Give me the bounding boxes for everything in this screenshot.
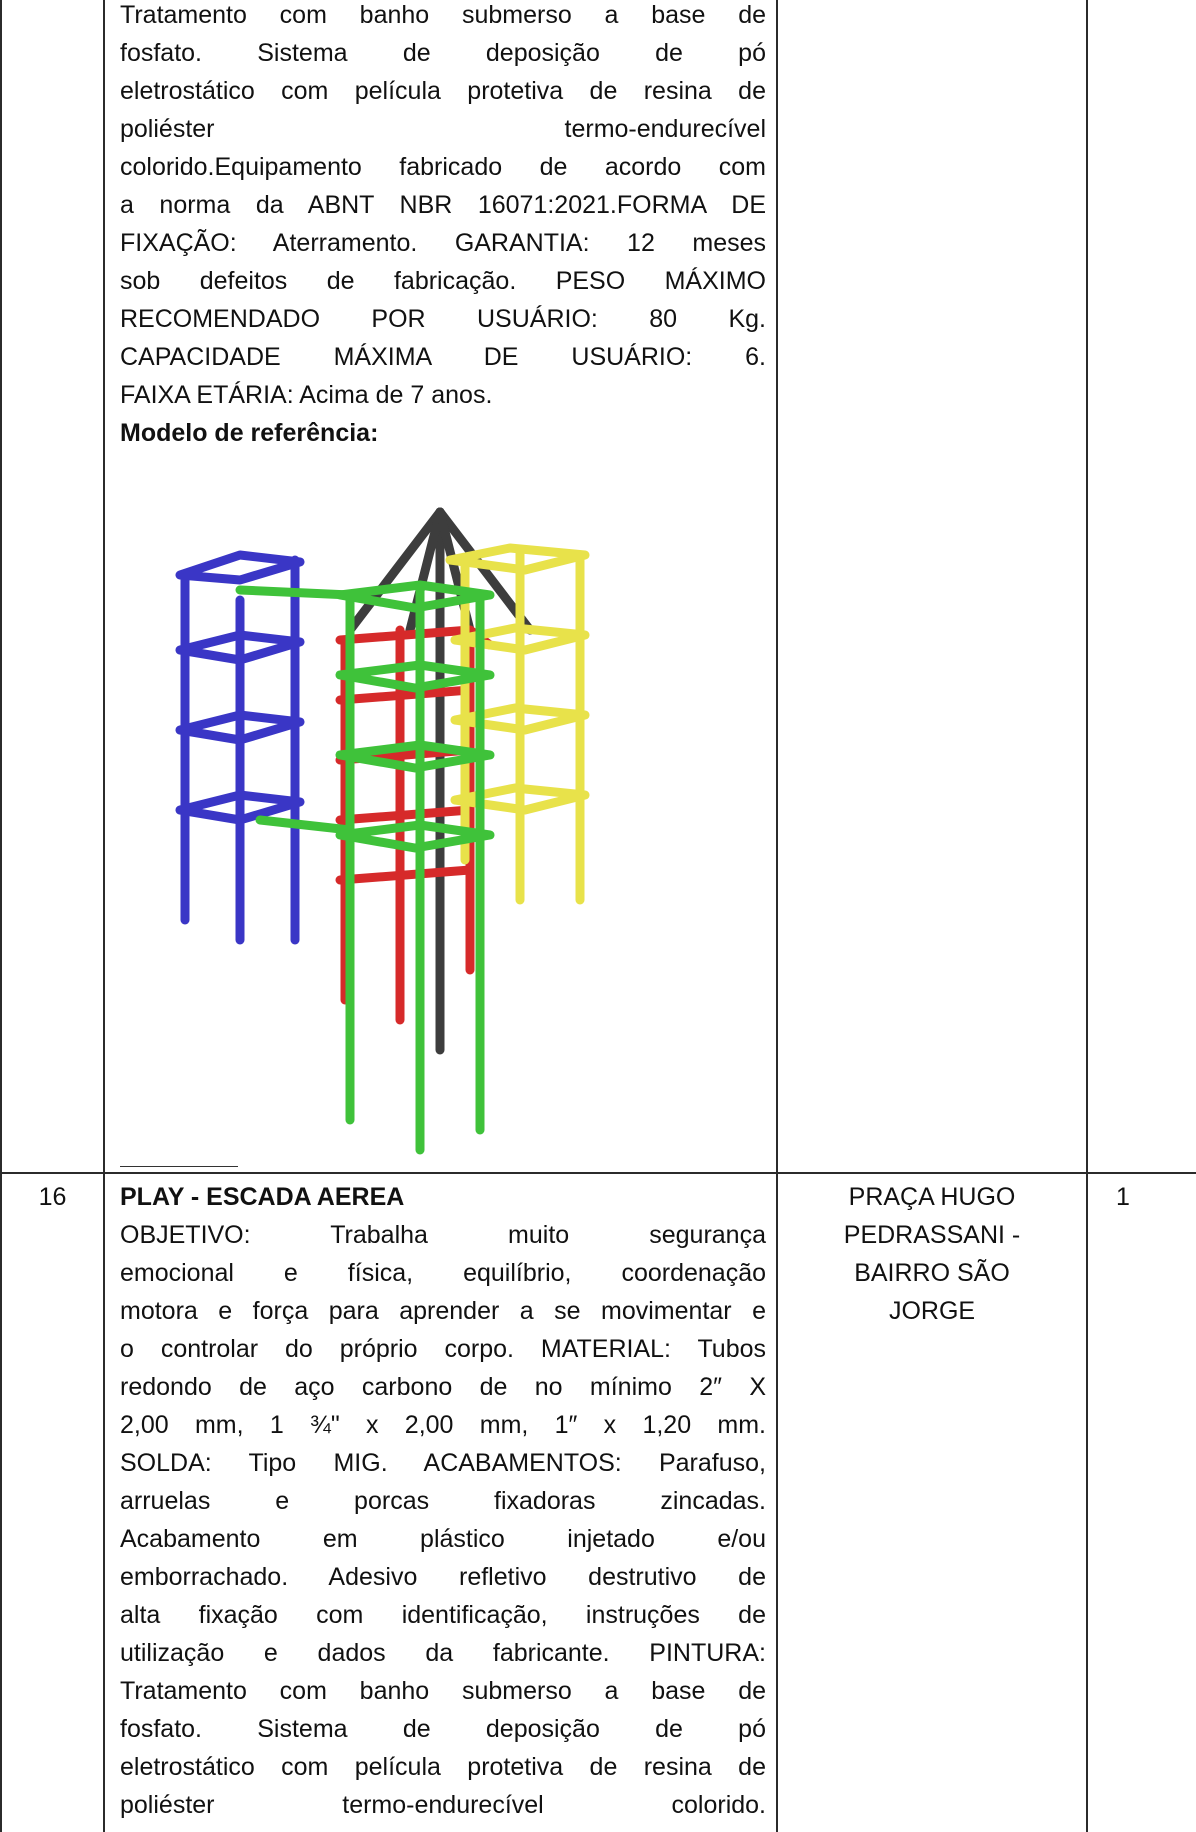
description-line: sob defeitos de fabricação. PESO MÁXIMO	[120, 267, 766, 295]
description-line: emborrachado. Adesivo refletivo destruti…	[120, 1563, 766, 1591]
location-line: PRAÇA HUGO	[848, 1183, 1016, 1211]
column-divider-location	[1086, 0, 1088, 1832]
description-line: colorido.Equipamento fabricado de acordo…	[120, 153, 766, 181]
description-line: FAIXA ETÁRIA: Acima de 7 anos.	[120, 381, 493, 409]
row-divider	[0, 1172, 1196, 1174]
description-line: Acabamento em plástico injetado e/ou	[120, 1525, 766, 1553]
item-quantity: 1	[1116, 1183, 1130, 1211]
description-line: redondo de aço carbono de no mínimo 2″ X	[120, 1373, 766, 1401]
reference-model-image	[175, 507, 590, 1155]
description-line: eletrostático com película protetiva de …	[120, 77, 766, 105]
location-line: JORGE	[888, 1297, 976, 1325]
item-description: PLAY - ESCADA AEREA OBJETIVO: Trabalha m…	[120, 1178, 766, 1824]
table-border-left	[0, 0, 2, 1832]
image-underline	[120, 1166, 238, 1167]
description-line: poliéster termo-endurecível	[120, 115, 766, 143]
column-divider-item	[103, 0, 105, 1832]
description-line: emocional e física, equilíbrio, coordena…	[120, 1259, 766, 1287]
reference-model-label: Modelo de referência:	[120, 419, 379, 447]
description-line: eletrostático com película protetiva de …	[120, 1753, 766, 1781]
description-line: o controlar do próprio corpo. MATERIAL: …	[120, 1335, 766, 1363]
description-line: arruelas e porcas fixadoras zincadas.	[120, 1487, 766, 1515]
description-line: alta fixação com identificação, instruçõ…	[120, 1601, 766, 1629]
description-line: Tratamento com banho submerso a base de	[120, 1, 766, 29]
description-line: OBJETIVO: Trabalha muito segurança	[120, 1221, 766, 1249]
description-line: a norma da ABNT NBR 16071:2021.FORMA DE	[120, 191, 766, 219]
description-line: RECOMENDADO POR USUÁRIO: 80 Kg.	[120, 305, 766, 333]
description-line: fosfato. Sistema de deposição de pó	[120, 1715, 766, 1743]
location-line: PEDRASSANI -	[843, 1221, 1021, 1249]
description-line: 2,00 mm, 1 ¾" x 2,00 mm, 1″ x 1,20 mm.	[120, 1411, 766, 1439]
description-line: fosfato. Sistema de deposição de pó	[120, 39, 766, 67]
item-title: PLAY - ESCADA AEREA	[120, 1183, 405, 1211]
description-line: motora e força para aprender a se movime…	[120, 1297, 766, 1325]
description-line: poliéster termo-endurecível colorido.	[120, 1791, 766, 1819]
description-line: FIXAÇÃO: Aterramento. GARANTIA: 12 meses	[120, 229, 766, 257]
column-divider-description	[776, 0, 778, 1832]
description-line: SOLDA: Tipo MIG. ACABAMENTOS: Parafuso,	[120, 1449, 766, 1477]
description-line: utilização e dados da fabricante. PINTUR…	[120, 1639, 766, 1667]
description-line: CAPACIDADE MÁXIMA DE USUÁRIO: 6.	[120, 343, 766, 371]
item-location: PRAÇA HUGO PEDRASSANI - BAIRRO SÃO JORGE	[778, 1178, 1086, 1330]
previous-item-description: Tratamento com banho submerso a base de …	[120, 0, 766, 452]
description-line: Tratamento com banho submerso a base de	[120, 1677, 766, 1705]
location-line: BAIRRO SÃO	[854, 1259, 1010, 1287]
item-number: 16	[38, 1183, 67, 1211]
